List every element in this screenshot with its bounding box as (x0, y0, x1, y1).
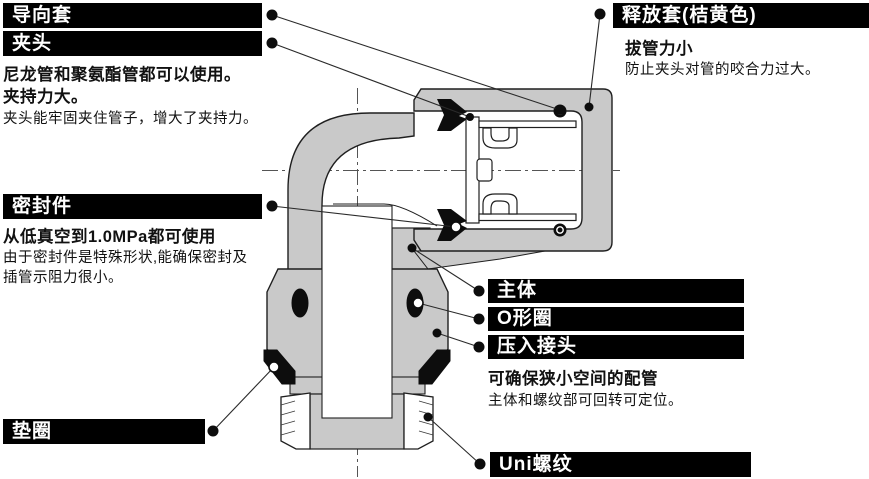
callout-body: 主体 (488, 279, 744, 303)
collet-feature-line1: 尼龙管和聚氨酯管都可以使用。 (3, 66, 241, 84)
o-ring-left (291, 288, 309, 318)
collet-label-bar: 夹头 (3, 31, 262, 56)
uni-thread-label-bar: Uni螺纹 (490, 452, 751, 477)
press-in-feature-line: 可确保狭小空间的配管 (488, 370, 658, 388)
body-label-bar: 主体 (488, 279, 744, 303)
leader-dot (473, 313, 485, 325)
leader-endpoint-ring (412, 297, 424, 309)
leader-washer (212, 366, 275, 432)
callout-release-sleeve: 释放套(桔黄色) (613, 3, 869, 28)
release-sleeve-label-bar: 释放套(桔黄色) (613, 3, 869, 28)
leader-seal (271, 205, 457, 228)
collet-arm-top (478, 120, 577, 129)
vertical-bore (321, 205, 393, 419)
leader-o-ring (417, 302, 480, 320)
leader-dot (473, 285, 485, 297)
leader-collet (271, 42, 471, 118)
washer-right (418, 349, 451, 385)
leader-dot (594, 8, 606, 20)
leader-dot (266, 37, 278, 49)
callout-uni-thread: Uni螺纹 (490, 452, 751, 477)
leader-endpoint-ring (268, 361, 280, 373)
leader-dot (474, 458, 486, 470)
leader-endpoint-dot (432, 328, 442, 338)
release-sleeve-feature-line: 拔管力小 (625, 40, 693, 58)
thread-band-right (403, 392, 434, 450)
seal-label-bar: 密封件 (3, 194, 262, 219)
callout-washer: 垫圈 (3, 419, 205, 444)
collet (465, 116, 577, 224)
collet-desc-line: 夹头能牢固夹住管子，增大了夹持力。 (3, 111, 258, 127)
thread-band-left (280, 392, 311, 450)
uni-thread-section (280, 392, 434, 450)
leader-dot (207, 425, 219, 437)
seal-feature-line: 从低真空到1.0MPa都可使用 (3, 228, 216, 246)
leader-endpoint-dot (584, 102, 594, 112)
bore-funnel-line (333, 203, 438, 227)
leader-dot (266, 9, 278, 21)
callout-guide-sleeve: 导向套 (3, 3, 262, 28)
leader-guide-sleeve (271, 14, 561, 111)
leader-release-sleeve (588, 13, 601, 108)
leader-endpoint-ring (450, 221, 462, 233)
press-in-label-bar: 压入接头 (488, 335, 744, 359)
seal-desc-line2: 插管示阻力很小。 (3, 270, 123, 286)
seal-desc-line1: 由于密封件是特殊形状,能确保密封及 (3, 250, 248, 266)
leader-press-in (436, 332, 480, 348)
guide-sleeve-label-bar: 导向套 (3, 3, 262, 28)
leader-dot (473, 341, 485, 353)
leader-endpoint-dot (407, 243, 417, 253)
lip-seal-bottom (553, 223, 567, 237)
callout-collet: 夹头 (3, 31, 262, 56)
body-shoulder (412, 250, 546, 270)
washer-label-bar: 垫圈 (3, 419, 205, 444)
leader-uni-thread (427, 416, 481, 465)
leader-body (411, 247, 480, 292)
leader-open-markers (268, 221, 462, 373)
callout-o-ring: O形圈 (488, 307, 744, 331)
leader-endpoint-dot (423, 412, 433, 422)
press-in-desc-line: 主体和螺纹部可回转可定位。 (488, 393, 683, 409)
callout-seal: 密封件 (3, 194, 262, 219)
leader-dot (266, 200, 278, 212)
o-ring-label-bar: O形圈 (488, 307, 744, 331)
collet-arm-bottom (478, 213, 577, 222)
callout-press-in-fitting: 压入接头 (488, 335, 744, 359)
collet-finger-top (482, 127, 518, 149)
release-sleeve-desc-line: 防止夹头对管的咬合力过大。 (625, 62, 820, 78)
collet-feature-line2: 夹持力大。 (3, 88, 88, 106)
leader-lines (212, 13, 601, 465)
collet-finger-bottom (482, 193, 518, 215)
leader-dots (207, 8, 606, 470)
leader-endpoint-dot (466, 113, 474, 121)
tube-stop-tab (476, 158, 493, 182)
leader-endpoint-dot (555, 105, 565, 115)
